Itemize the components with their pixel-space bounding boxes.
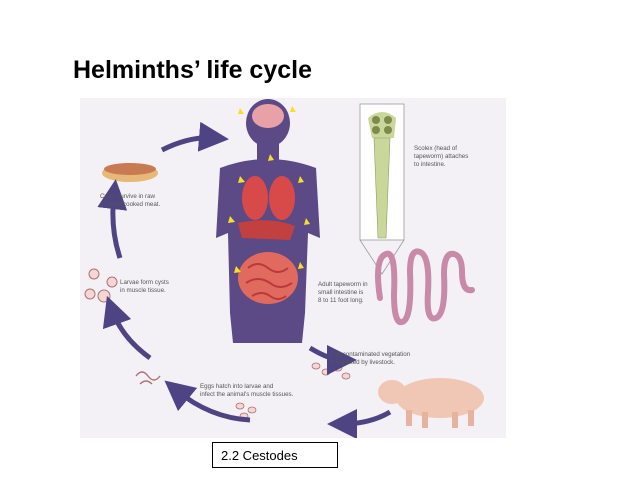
scolex-inset — [359, 103, 405, 275]
human-body-figure — [216, 99, 320, 343]
label-larvae-2: in muscle tissue. — [120, 287, 166, 294]
label-larvae-1: Larvae form cysts — [120, 279, 169, 286]
label-scolex-3: to intestine. — [414, 161, 446, 168]
liver — [238, 220, 295, 240]
undercooked-meat — [102, 163, 158, 182]
adult-tapeworm — [375, 248, 475, 326]
label-cysts-1: Cysts survive in raw — [100, 193, 156, 200]
label-hatch-1: Eggs hatch into larvae and — [200, 383, 274, 390]
label-scolex-2: tapeworm) attaches — [414, 153, 468, 160]
helminth-life-cycle-diagram: Cysts survive in raw or undercooked meat… — [80, 98, 506, 438]
cycle-arrows — [97, 121, 392, 438]
label-egg-2: is ingested by livestock. — [330, 359, 395, 366]
label-adult-3: 8 to 11 foot long. — [318, 297, 364, 304]
label-adult-1: Adult tapeworm in — [318, 281, 368, 288]
caption-box: 2.2 Cestodes — [212, 442, 338, 468]
label-adult-2: small intestine is — [318, 289, 363, 296]
label-hatch-2: infect the animal's muscle tissues. — [200, 391, 294, 398]
larvae — [135, 371, 161, 385]
pig — [378, 378, 484, 428]
brain — [252, 104, 284, 128]
lungs — [242, 176, 268, 220]
infection-sparks — [228, 106, 310, 273]
label-cysts-2: or undercooked meat. — [100, 201, 160, 208]
label-egg-1: Egg contaminated vegetation — [330, 351, 411, 358]
slide-title: Helminths’ life cycle — [73, 56, 312, 84]
intestines — [238, 252, 298, 304]
label-scolex-1: Scolex (head of — [414, 145, 457, 152]
